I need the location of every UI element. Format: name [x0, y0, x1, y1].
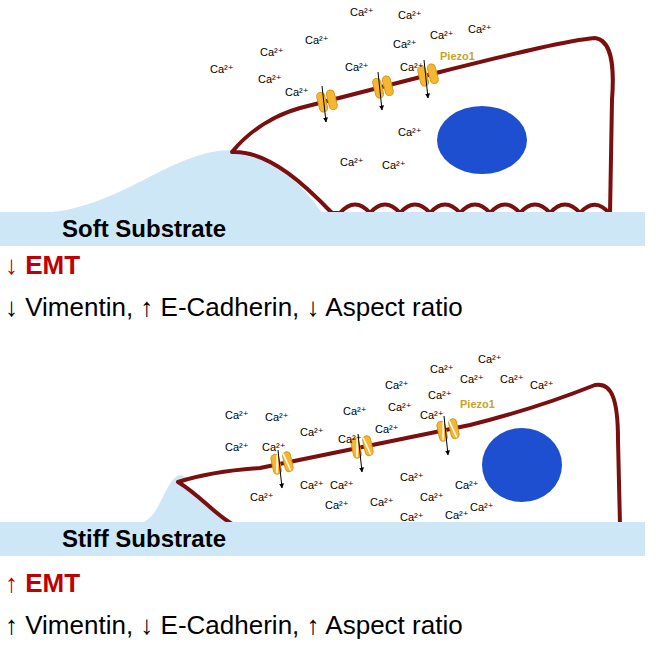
- marker-summary: ↓ Vimentin, ↑ E-Cadherin, ↓ Aspect ratio: [5, 292, 463, 322]
- calcium-ion-label: Ca²⁺: [430, 28, 454, 42]
- calcium-ion-label: Ca²⁺: [262, 440, 286, 454]
- calcium-ion-label: Ca²⁺: [345, 60, 369, 74]
- influx-arrow: [322, 60, 428, 122]
- calcium-ion-label: Ca²⁺: [375, 422, 399, 436]
- calcium-ion-label: Ca²⁺: [468, 22, 492, 36]
- calcium-ion-label: Ca²⁺: [250, 490, 274, 504]
- calcium-ion-label: Ca²⁺: [370, 495, 394, 509]
- calcium-ion-label: Ca²⁺: [460, 372, 484, 386]
- calcium-ion-label: Ca²⁺: [420, 490, 444, 504]
- calcium-ion-label: Ca²⁺: [398, 8, 422, 22]
- calcium-ion-label: Ca²⁺: [388, 400, 412, 414]
- calcium-ion-label: Ca²⁺: [398, 125, 422, 139]
- calcium-ion-label: Ca²⁺: [300, 478, 324, 492]
- channel-label: Piezo1: [440, 50, 475, 63]
- calcium-ion-label: Ca²⁺: [530, 378, 554, 392]
- nucleus: [437, 106, 527, 174]
- calcium-ion-label: Ca²⁺: [400, 470, 424, 484]
- emt-label: ↓ EMT: [5, 250, 80, 280]
- substrate-band-top: [0, 212, 645, 246]
- calcium-ion-label: Ca²⁺: [340, 155, 364, 169]
- calcium-ion-label: Ca²⁺: [382, 158, 406, 172]
- calcium-ion-label: Ca²⁺: [420, 408, 444, 422]
- marker-summary: ↑ Vimentin, ↓ E-Cadherin, ↑ Aspect ratio: [5, 610, 463, 640]
- calcium-ion-label: Ca²⁺: [350, 5, 374, 19]
- calcium-ion-label: Ca²⁺: [470, 500, 494, 514]
- influx-arrow: [278, 416, 448, 488]
- substrate-label: Stiff Substrate: [62, 525, 226, 553]
- calcium-ion-label: Ca²⁺: [330, 478, 354, 492]
- channel-label: Piezo1: [460, 398, 495, 411]
- substrate-label: Soft Substrate: [62, 215, 226, 243]
- calcium-ion-label: Ca²⁺: [225, 408, 249, 422]
- calcium-ion-label: Ca²⁺: [455, 478, 479, 492]
- calcium-ion-label: Ca²⁺: [430, 362, 454, 376]
- calcium-ion-label: Ca²⁺: [385, 378, 409, 392]
- calcium-ion-label: Ca²⁺: [265, 410, 289, 424]
- calcium-ion-label: Ca²⁺: [393, 37, 417, 51]
- calcium-ion-label: Ca²⁺: [210, 62, 234, 76]
- cell-stiff: [178, 385, 620, 525]
- piezo1-channel-open: [270, 418, 460, 475]
- cell-soft: [232, 38, 613, 214]
- calcium-ion-label: Ca²⁺: [258, 72, 282, 86]
- calcium-ion-label: Ca²⁺: [300, 425, 324, 439]
- substrate-band: Soft Substrate: [0, 212, 645, 246]
- calcium-ion-label: Ca²⁺: [445, 508, 469, 522]
- calcium-ion-label: Ca²⁺: [260, 45, 284, 59]
- calcium-ion-label: Ca²⁺: [285, 85, 309, 99]
- calcium-ion-label: Ca²⁺: [338, 432, 362, 446]
- calcium-ion-label: Ca²⁺: [428, 388, 452, 402]
- calcium-ion-label: Ca²⁺: [305, 33, 329, 47]
- calcium-ion-label: Ca²⁺: [400, 510, 424, 524]
- calcium-ion-label: Ca²⁺: [400, 60, 424, 74]
- substrate-band: Stiff Substrate: [0, 522, 645, 556]
- calcium-ion-label: Ca²⁺: [478, 352, 502, 366]
- nucleus: [482, 428, 562, 502]
- calcium-ion-label: Ca²⁺: [225, 440, 249, 454]
- calcium-ion-label: Ca²⁺: [343, 404, 367, 418]
- substrate-band-bottom: [0, 522, 645, 556]
- calcium-ion-label: Ca²⁺: [500, 372, 524, 386]
- calcium-ion-label: Ca²⁺: [325, 498, 349, 512]
- emt-label: ↑ EMT: [5, 568, 80, 598]
